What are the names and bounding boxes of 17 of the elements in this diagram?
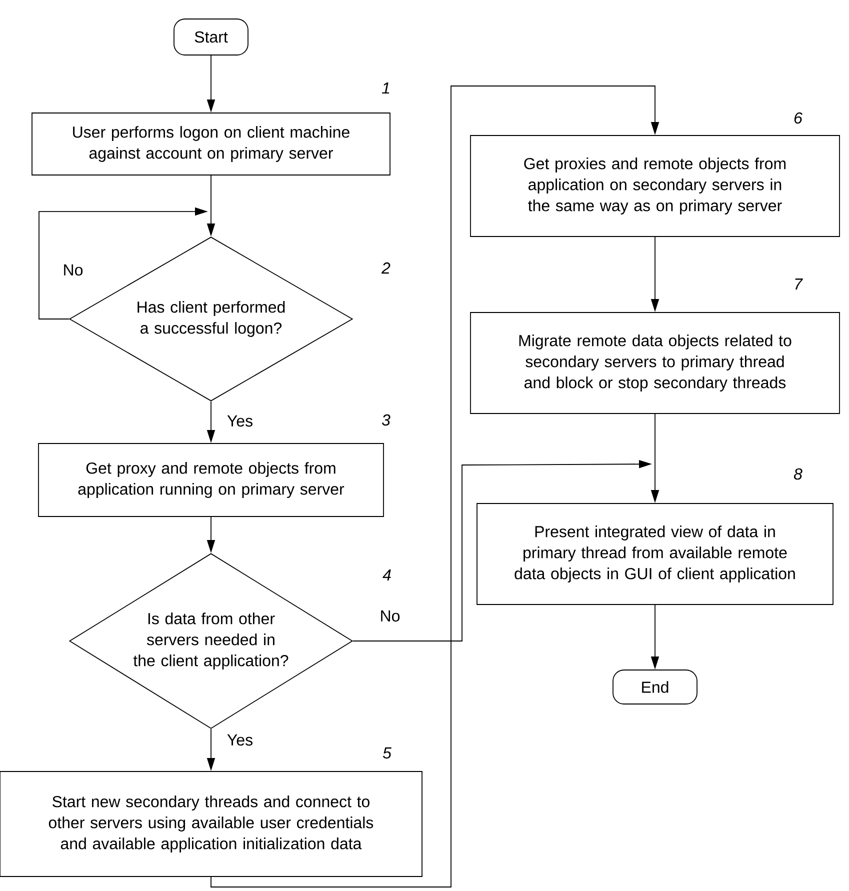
step-number: 3 [382, 414, 390, 426]
step-number: 2 [381, 262, 390, 274]
process-box: Get proxies and remote objects from application on secondary servers in the same way as on primary server [470, 135, 840, 237]
process-box: Start new secondary threads and connect to other servers using available user credentials and available application initialization data [0, 771, 422, 877]
process-box: User performs logon on client machine against account on primary server [32, 112, 390, 176]
step-number: 6 [794, 112, 802, 124]
arrow [210, 86, 660, 888]
terminal-box: End [612, 670, 698, 704]
process-box: Present integrated view of data in primary thread from available remote data objects in GUI of client application [476, 503, 834, 605]
step-number: 7 [795, 278, 803, 290]
terminal-box: Start [174, 18, 248, 56]
step-number: 5 [382, 747, 392, 759]
step-number: 8 [794, 468, 802, 480]
step-number: 4 [382, 570, 391, 580]
process-box: Get proxy and remote objects from application running on primary server [38, 443, 384, 517]
step-number: 1 [382, 82, 390, 94]
process-box: Migrate remote data objects related to secondary servers to primary thread and block or stop secondary threads [470, 312, 840, 414]
